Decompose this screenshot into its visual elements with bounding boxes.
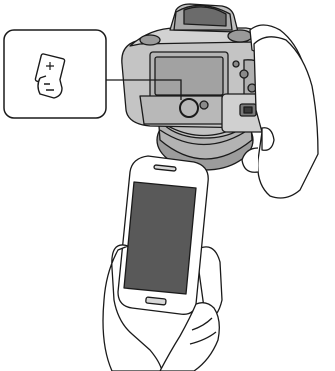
- smartphone-group: [103, 156, 222, 371]
- camera-body: [122, 4, 274, 132]
- viewfinder: [170, 4, 238, 32]
- mode-dial: [228, 30, 252, 42]
- smartphone: [118, 156, 208, 314]
- smartphone-screen: [124, 182, 196, 294]
- callout-box: [4, 30, 106, 118]
